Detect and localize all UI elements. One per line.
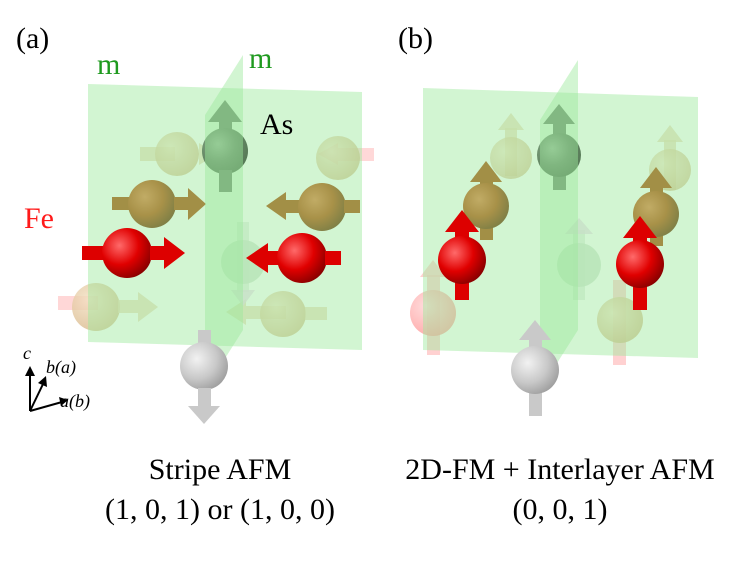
mirror-plane bbox=[423, 88, 698, 358]
mirror-plane-label: m bbox=[97, 48, 121, 81]
panel-a-label: (a) bbox=[16, 22, 50, 55]
as-atom bbox=[537, 104, 581, 190]
a-axis-arrow bbox=[29, 401, 63, 412]
fe-atom-faded bbox=[316, 136, 374, 180]
fe-atom bbox=[82, 228, 185, 278]
fe-atom bbox=[616, 216, 664, 310]
fe-atom bbox=[266, 183, 360, 231]
as-label: As bbox=[260, 108, 294, 141]
panel-b-structure bbox=[410, 60, 698, 416]
fe-atom-faded bbox=[58, 283, 158, 331]
mirror-plane-label: m bbox=[249, 42, 273, 75]
fe-atom-faded bbox=[490, 113, 532, 179]
fe-atom-faded bbox=[597, 280, 643, 365]
fe-atom-faded bbox=[140, 132, 217, 176]
panel-a-caption-title: Stripe AFM bbox=[148, 453, 292, 486]
panel-a-structure bbox=[58, 55, 374, 424]
panel-b-label: (b) bbox=[398, 22, 433, 55]
panel-b-caption: 2D-FM + Interlayer AFM (0, 0, 1) bbox=[380, 450, 740, 530]
axis-indicator bbox=[25, 366, 68, 412]
as-atom-faded bbox=[180, 330, 228, 424]
as-atom-faded bbox=[557, 218, 601, 300]
fe-atom bbox=[246, 233, 341, 283]
panel-a-caption-vector: (1, 0, 1) or (1, 0, 0) bbox=[105, 493, 335, 526]
mirror-plane bbox=[205, 55, 243, 390]
a-axis-label: a(b) bbox=[60, 391, 90, 411]
fe-label: Fe bbox=[24, 202, 54, 235]
as-atom-faded bbox=[511, 320, 559, 416]
b-axis-label: b(a) bbox=[46, 357, 76, 377]
fe-atom-faded bbox=[226, 291, 327, 337]
panel-a-caption: Stripe AFM (1, 0, 1) or (1, 0, 0) bbox=[60, 450, 380, 530]
as-atom-faded bbox=[221, 222, 265, 306]
fe-atom bbox=[463, 161, 509, 240]
panel-b-caption-vector: (0, 0, 1) bbox=[512, 493, 608, 526]
mirror-plane bbox=[540, 60, 578, 390]
fe-atom bbox=[438, 210, 486, 300]
b-axis-arrow bbox=[29, 381, 45, 412]
c-axis-label: c bbox=[23, 343, 31, 363]
fe-atom bbox=[112, 180, 206, 228]
mirror-plane bbox=[88, 84, 362, 350]
fe-atom-faded bbox=[410, 260, 456, 355]
as-atom bbox=[202, 100, 248, 192]
panel-b-caption-title: 2D-FM + Interlayer AFM bbox=[405, 453, 715, 486]
